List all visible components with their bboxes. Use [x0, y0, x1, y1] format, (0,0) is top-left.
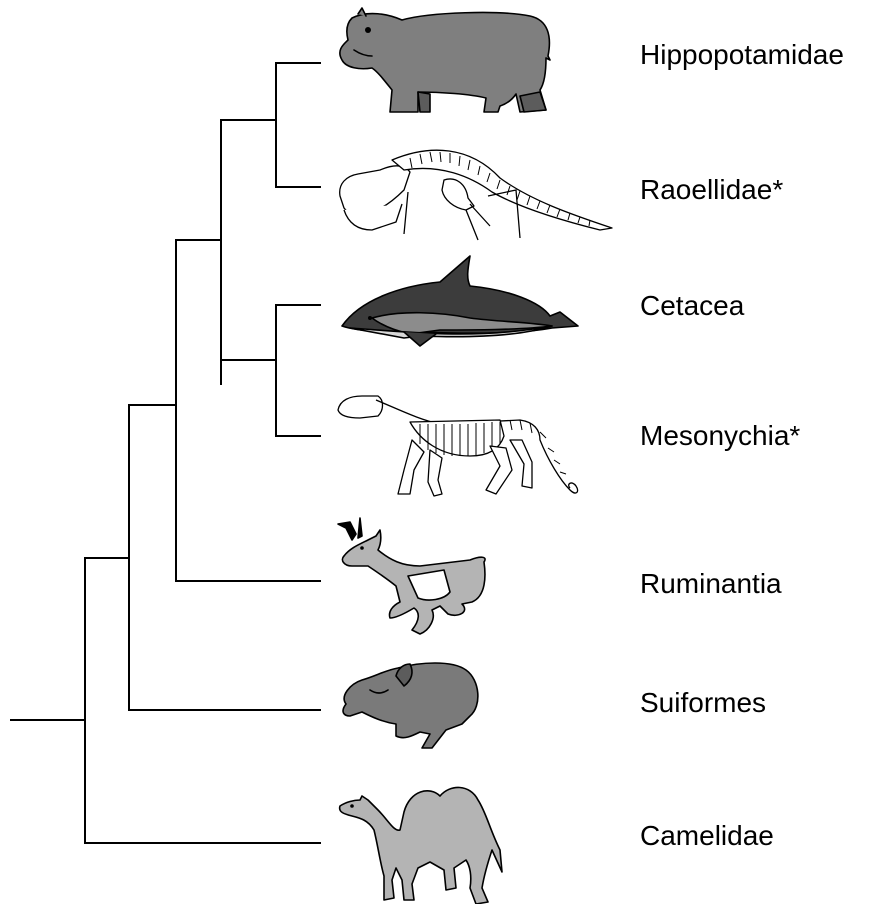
dolphin-icon — [342, 256, 578, 346]
branch-camelidae — [85, 558, 320, 843]
pig-icon — [343, 663, 478, 748]
branch-hippo-raoellid — [221, 63, 320, 187]
taxon-label-ruminantia: Ruminantia — [640, 570, 782, 598]
raoellid-skeleton-icon — [340, 150, 612, 240]
taxon-label-suiformes: Suiformes — [640, 689, 766, 717]
branch-whippomorpha-group — [176, 120, 221, 384]
taxon-label-mesonychia: Mesonychia* — [640, 422, 800, 450]
camel-icon — [340, 787, 502, 904]
branch-suiformes — [85, 405, 320, 710]
pronghorn-icon — [338, 518, 485, 634]
branch-ruminantia — [129, 240, 320, 581]
tree-branches — [11, 63, 320, 843]
mesonychid-skeleton-icon — [338, 396, 578, 496]
taxon-label-raoellidae: Raoellidae* — [640, 176, 783, 204]
hippopotamus-icon — [340, 8, 550, 112]
taxon-label-hippopotamidae: Hippopotamidae — [640, 41, 844, 69]
taxon-label-cetacea: Cetacea — [640, 292, 744, 320]
branch-cetacea-mesonychia — [221, 305, 320, 436]
taxon-label-camelidae: Camelidae — [640, 822, 774, 850]
